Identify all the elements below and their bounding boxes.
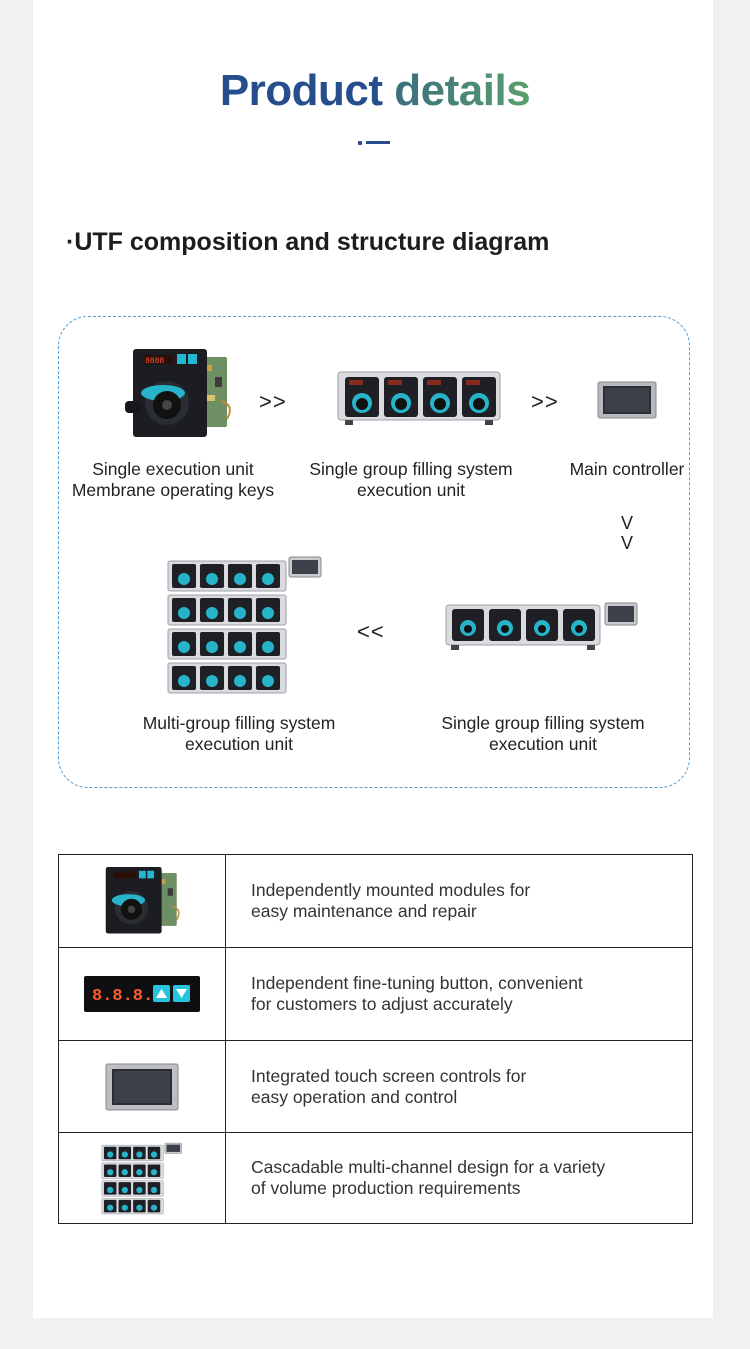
page-title-word-1: Product	[219, 66, 383, 115]
single-group-system-image-2	[445, 601, 639, 651]
svg-text:8888: 8888	[145, 357, 164, 366]
arrow-down-line-1: V	[620, 513, 633, 533]
node-caption-3: Main controller	[557, 459, 697, 480]
feature-icon-cell-4	[58, 1132, 226, 1224]
arrow-right-2: >>	[531, 389, 559, 414]
feature-row-2: 8.8.8.8 Independent fine-tuning button, …	[58, 947, 693, 1041]
feature-1-line-2: easy maintenance and repair	[251, 901, 477, 921]
node-caption-5: Multi-group filling system execution uni…	[123, 713, 355, 755]
arrow-right-1: >>	[259, 389, 287, 414]
feature-row-3: Integrated touch screen controls for eas…	[58, 1040, 693, 1133]
multi-channel-rack-icon	[167, 556, 322, 694]
node-caption-2: Single group filling system execution un…	[291, 459, 531, 501]
fine-tuning-keypad-icon: 8.8.8.8	[84, 976, 200, 1012]
feature-text-cell-2: Independent fine-tuning button, convenie…	[225, 947, 693, 1041]
four-channel-heads	[345, 377, 496, 417]
node-caption-1-line-2: Membrane operating keys	[71, 480, 275, 500]
feature-text-cell-4: Cascadable multi-channel design for a va…	[225, 1132, 693, 1224]
feature-2-line-2: for customers to adjust accurately	[251, 994, 513, 1014]
feature-1-line-1: Independently mounted modules for	[251, 880, 531, 900]
page-title-word-2: details	[394, 66, 531, 115]
feature-4-line-2: of volume production requirements	[251, 1178, 521, 1198]
title-underline-mark	[358, 141, 392, 145]
arrow-down-line-2: V	[620, 533, 633, 553]
keypad-led-display: 8.8.8.8	[92, 987, 163, 1006]
feature-icon-cell-1	[58, 854, 226, 948]
single-group-system-image-1	[337, 371, 501, 427]
multi-group-system-image	[167, 553, 323, 695]
feature-2-line-1: Independent fine-tuning button, convenie…	[251, 973, 583, 993]
node-caption-1-line-1: Single execution unit	[92, 459, 254, 479]
section-heading: ·UTF composition and structure diagram	[66, 228, 550, 256]
arrow-up-icon	[156, 989, 167, 998]
feature-3-line-2: easy operation and control	[251, 1086, 458, 1107]
node-caption-3-line-1: Main controller	[569, 459, 685, 479]
multi-channel-rack-icon	[101, 1142, 182, 1215]
feature-text-cell-1: Independently mounted modules for easy m…	[225, 854, 693, 948]
single-execution-unit-image: 8888	[121, 345, 241, 443]
node-caption-2-line-1: Single group filling system	[309, 459, 513, 479]
feature-3-line-1: Integrated touch screen controls for	[251, 1065, 527, 1086]
structure-diagram: 8888 Single execution unit Membrane oper…	[58, 316, 690, 788]
pump-module-icon: 8888	[125, 349, 231, 437]
touch-screen-icon	[105, 1063, 179, 1110]
feature-table: Independently mounted modules for easy m…	[58, 854, 693, 1224]
node-caption-1: Single execution unit Membrane operating…	[67, 459, 279, 501]
arrow-down-icon	[176, 989, 187, 998]
feature-text-cell-3: Integrated touch screen controls for eas…	[225, 1040, 693, 1133]
node-caption-4-line-2: execution unit	[489, 734, 597, 754]
four-channel-unit-icon	[337, 371, 501, 425]
arrow-down: V V	[617, 513, 637, 553]
feature-row-1: Independently mounted modules for easy m…	[58, 854, 693, 948]
node-caption-4: Single group filling system execution un…	[423, 713, 663, 755]
feature-4-line-1: Cascadable multi-channel design for a va…	[251, 1157, 606, 1177]
page-title: Product details	[0, 66, 750, 116]
node-caption-2-line-2: execution unit	[357, 480, 465, 500]
four-channel-unit-with-controller-icon	[445, 602, 638, 650]
node-caption-5-line-2: execution unit	[185, 734, 293, 754]
arrow-left: <<	[357, 619, 385, 644]
main-controller-image	[597, 381, 657, 419]
node-caption-4-line-1: Single group filling system	[441, 713, 645, 733]
feature-row-4: Cascadable multi-channel design for a va…	[58, 1132, 693, 1224]
node-caption-5-line-1: Multi-group filling system	[142, 713, 336, 733]
touch-screen-icon	[597, 381, 657, 419]
feature-icon-cell-2: 8.8.8.8	[58, 947, 226, 1041]
feature-icon-cell-3	[58, 1040, 226, 1133]
pump-module-icon	[105, 867, 180, 934]
